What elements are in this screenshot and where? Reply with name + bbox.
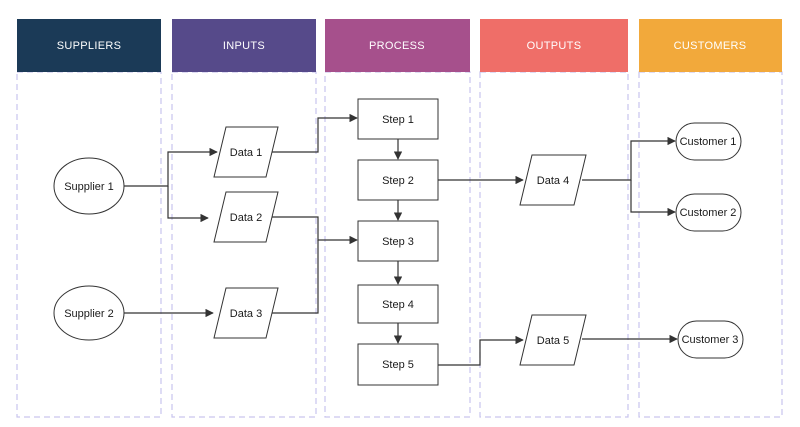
edge-data4-customer1 xyxy=(582,136,676,181)
edge-step5-data5 xyxy=(438,335,524,366)
lane-header-inputs xyxy=(172,19,316,72)
edge-data1-step1 xyxy=(272,113,358,153)
lane-suppliers: SUPPLIERS xyxy=(16,19,162,418)
node-supplier-1[interactable]: Supplier 1 xyxy=(53,157,125,215)
lane-title-suppliers: SUPPLIERS xyxy=(57,40,121,52)
node-label: Step 1 xyxy=(382,114,414,126)
node-label: Step 3 xyxy=(382,236,414,248)
edge-data2-step3 xyxy=(268,216,358,245)
node-data-5[interactable]: Data 5 xyxy=(519,314,587,366)
node-step-3[interactable]: Step 3 xyxy=(357,220,439,262)
edge-data4-customer2 xyxy=(630,180,676,217)
edge-data3-step3 xyxy=(272,240,319,314)
node-data-1[interactable]: Data 1 xyxy=(213,126,279,178)
node-label: Step 5 xyxy=(382,359,414,371)
edge-supplier1-data2 xyxy=(167,186,209,223)
node-data-3[interactable]: Data 3 xyxy=(213,287,279,339)
node-label: Data 3 xyxy=(230,308,262,320)
lane-header-suppliers xyxy=(17,19,161,72)
lane-title-process: PROCESS xyxy=(369,40,425,52)
node-step-5[interactable]: Step 5 xyxy=(357,343,439,386)
node-label: Data 2 xyxy=(230,212,262,224)
node-customer-1[interactable]: Customer 1 xyxy=(675,122,742,161)
node-label: Data 4 xyxy=(537,175,569,187)
lane-title-customers: CUSTOMERS xyxy=(674,40,747,52)
node-label: Supplier 1 xyxy=(64,181,114,193)
lane-customers: CUSTOMERS xyxy=(638,19,783,418)
node-step-1[interactable]: Step 1 xyxy=(357,98,439,140)
lane-header-process xyxy=(325,19,470,72)
lane-inputs: INPUTS xyxy=(171,19,317,418)
lane-outputs: OUTPUTS xyxy=(479,19,629,418)
edge-supplier1-data1 xyxy=(124,147,218,187)
node-label: Data 1 xyxy=(230,147,262,159)
node-data-2[interactable]: Data 2 xyxy=(213,191,279,243)
lane-process: PROCESS xyxy=(324,19,471,418)
lane-title-inputs: INPUTS xyxy=(223,40,265,52)
node-customer-2[interactable]: Customer 2 xyxy=(675,193,742,232)
node-label: Step 2 xyxy=(382,175,414,187)
lane-header-customers xyxy=(639,19,782,72)
node-data-4[interactable]: Data 4 xyxy=(519,154,587,206)
node-label: Supplier 2 xyxy=(64,308,114,320)
lane-header-outputs xyxy=(480,19,628,72)
node-label: Step 4 xyxy=(382,299,414,311)
lane-title-outputs: OUTPUTS xyxy=(527,40,582,52)
node-label: Customer 1 xyxy=(680,136,737,148)
node-step-2[interactable]: Step 2 xyxy=(357,159,439,201)
node-customer-3[interactable]: Customer 3 xyxy=(677,320,744,359)
connectors xyxy=(124,113,678,366)
node-label: Customer 2 xyxy=(680,207,737,219)
node-label: Data 5 xyxy=(537,335,569,347)
node-supplier-2[interactable]: Supplier 2 xyxy=(53,285,125,341)
node-label: Customer 3 xyxy=(682,334,739,346)
node-step-4[interactable]: Step 4 xyxy=(357,284,439,324)
